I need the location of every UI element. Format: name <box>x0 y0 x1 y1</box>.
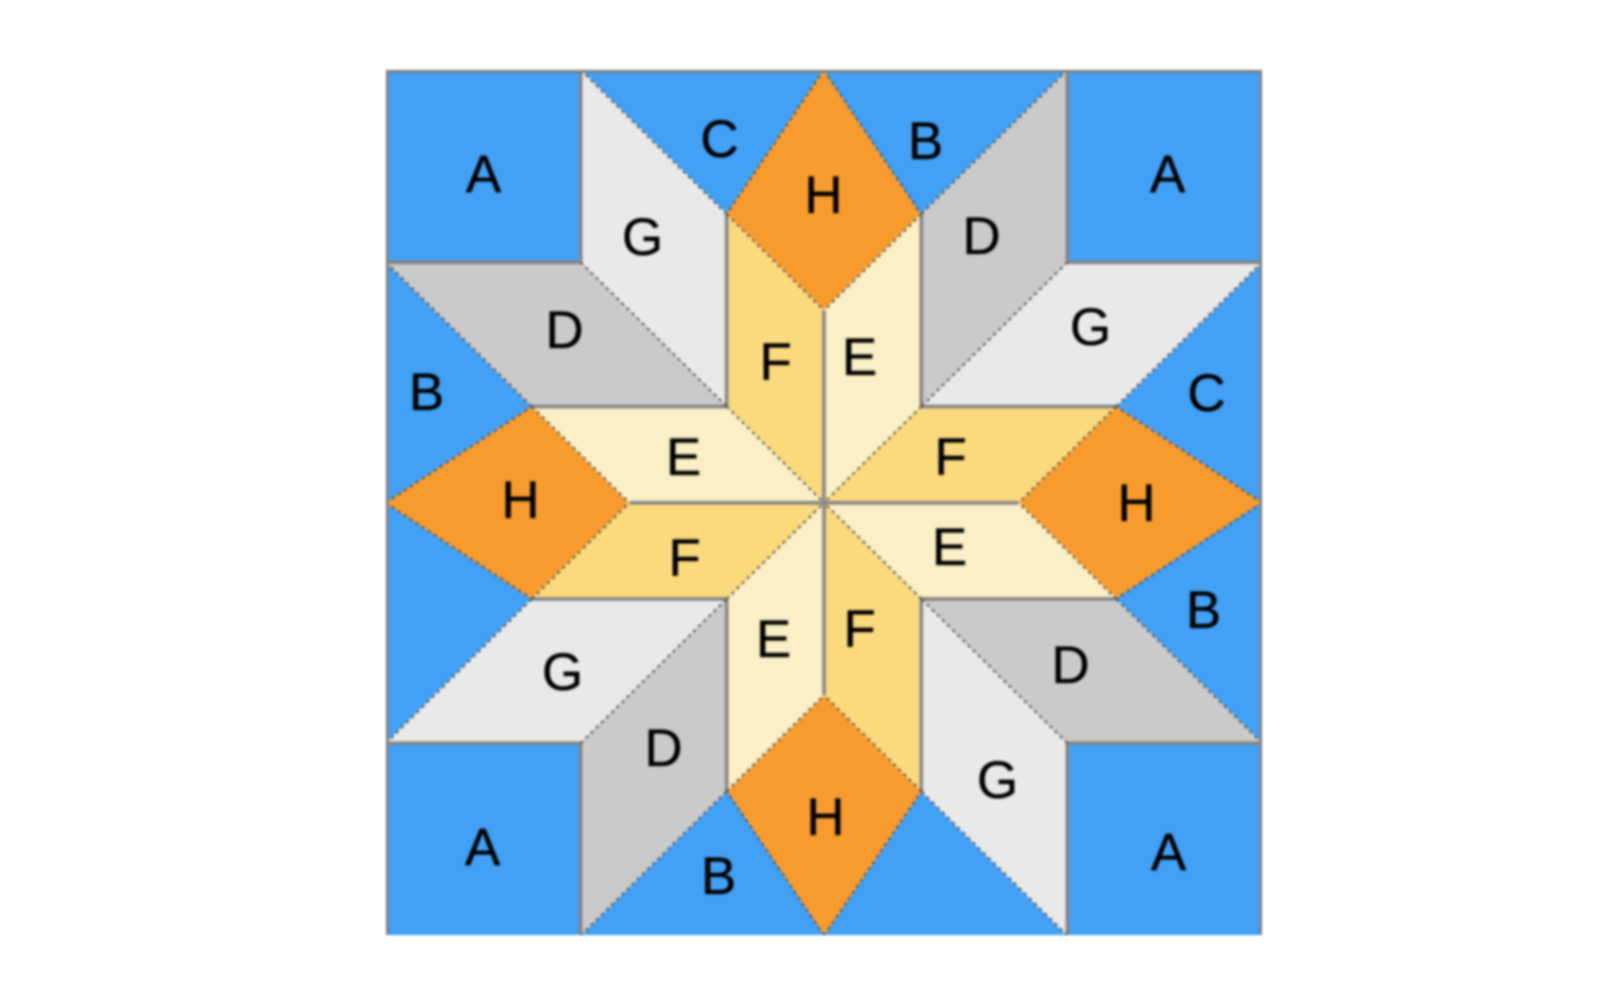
svg-text:D: D <box>644 719 682 778</box>
svg-text:A: A <box>1149 145 1185 204</box>
svg-text:A: A <box>465 145 501 204</box>
svg-text:G: G <box>1069 298 1110 357</box>
svg-text:H: H <box>501 471 539 530</box>
svg-text:E: E <box>665 428 700 487</box>
svg-text:F: F <box>668 529 700 588</box>
svg-text:E: E <box>755 610 790 669</box>
svg-text:B: B <box>907 112 942 171</box>
svg-text:B: B <box>700 847 735 906</box>
svg-text:H: H <box>806 788 844 847</box>
svg-text:H: H <box>1117 474 1155 533</box>
svg-text:B: B <box>408 363 443 422</box>
svg-text:D: D <box>1051 636 1089 695</box>
svg-text:C: C <box>700 110 738 169</box>
svg-text:D: D <box>962 207 1000 266</box>
svg-text:H: H <box>804 166 842 225</box>
svg-text:A: A <box>1150 823 1186 882</box>
svg-text:G: G <box>541 643 582 702</box>
svg-text:F: F <box>759 333 791 392</box>
svg-text:C: C <box>1187 364 1225 423</box>
svg-text:D: D <box>545 301 583 360</box>
svg-text:E: E <box>931 518 966 577</box>
svg-text:B: B <box>1185 581 1220 640</box>
svg-text:F: F <box>934 428 966 487</box>
svg-text:A: A <box>464 818 500 877</box>
svg-text:F: F <box>843 600 875 659</box>
svg-text:G: G <box>976 751 1017 810</box>
svg-text:E: E <box>841 328 876 387</box>
svg-text:G: G <box>621 208 662 267</box>
